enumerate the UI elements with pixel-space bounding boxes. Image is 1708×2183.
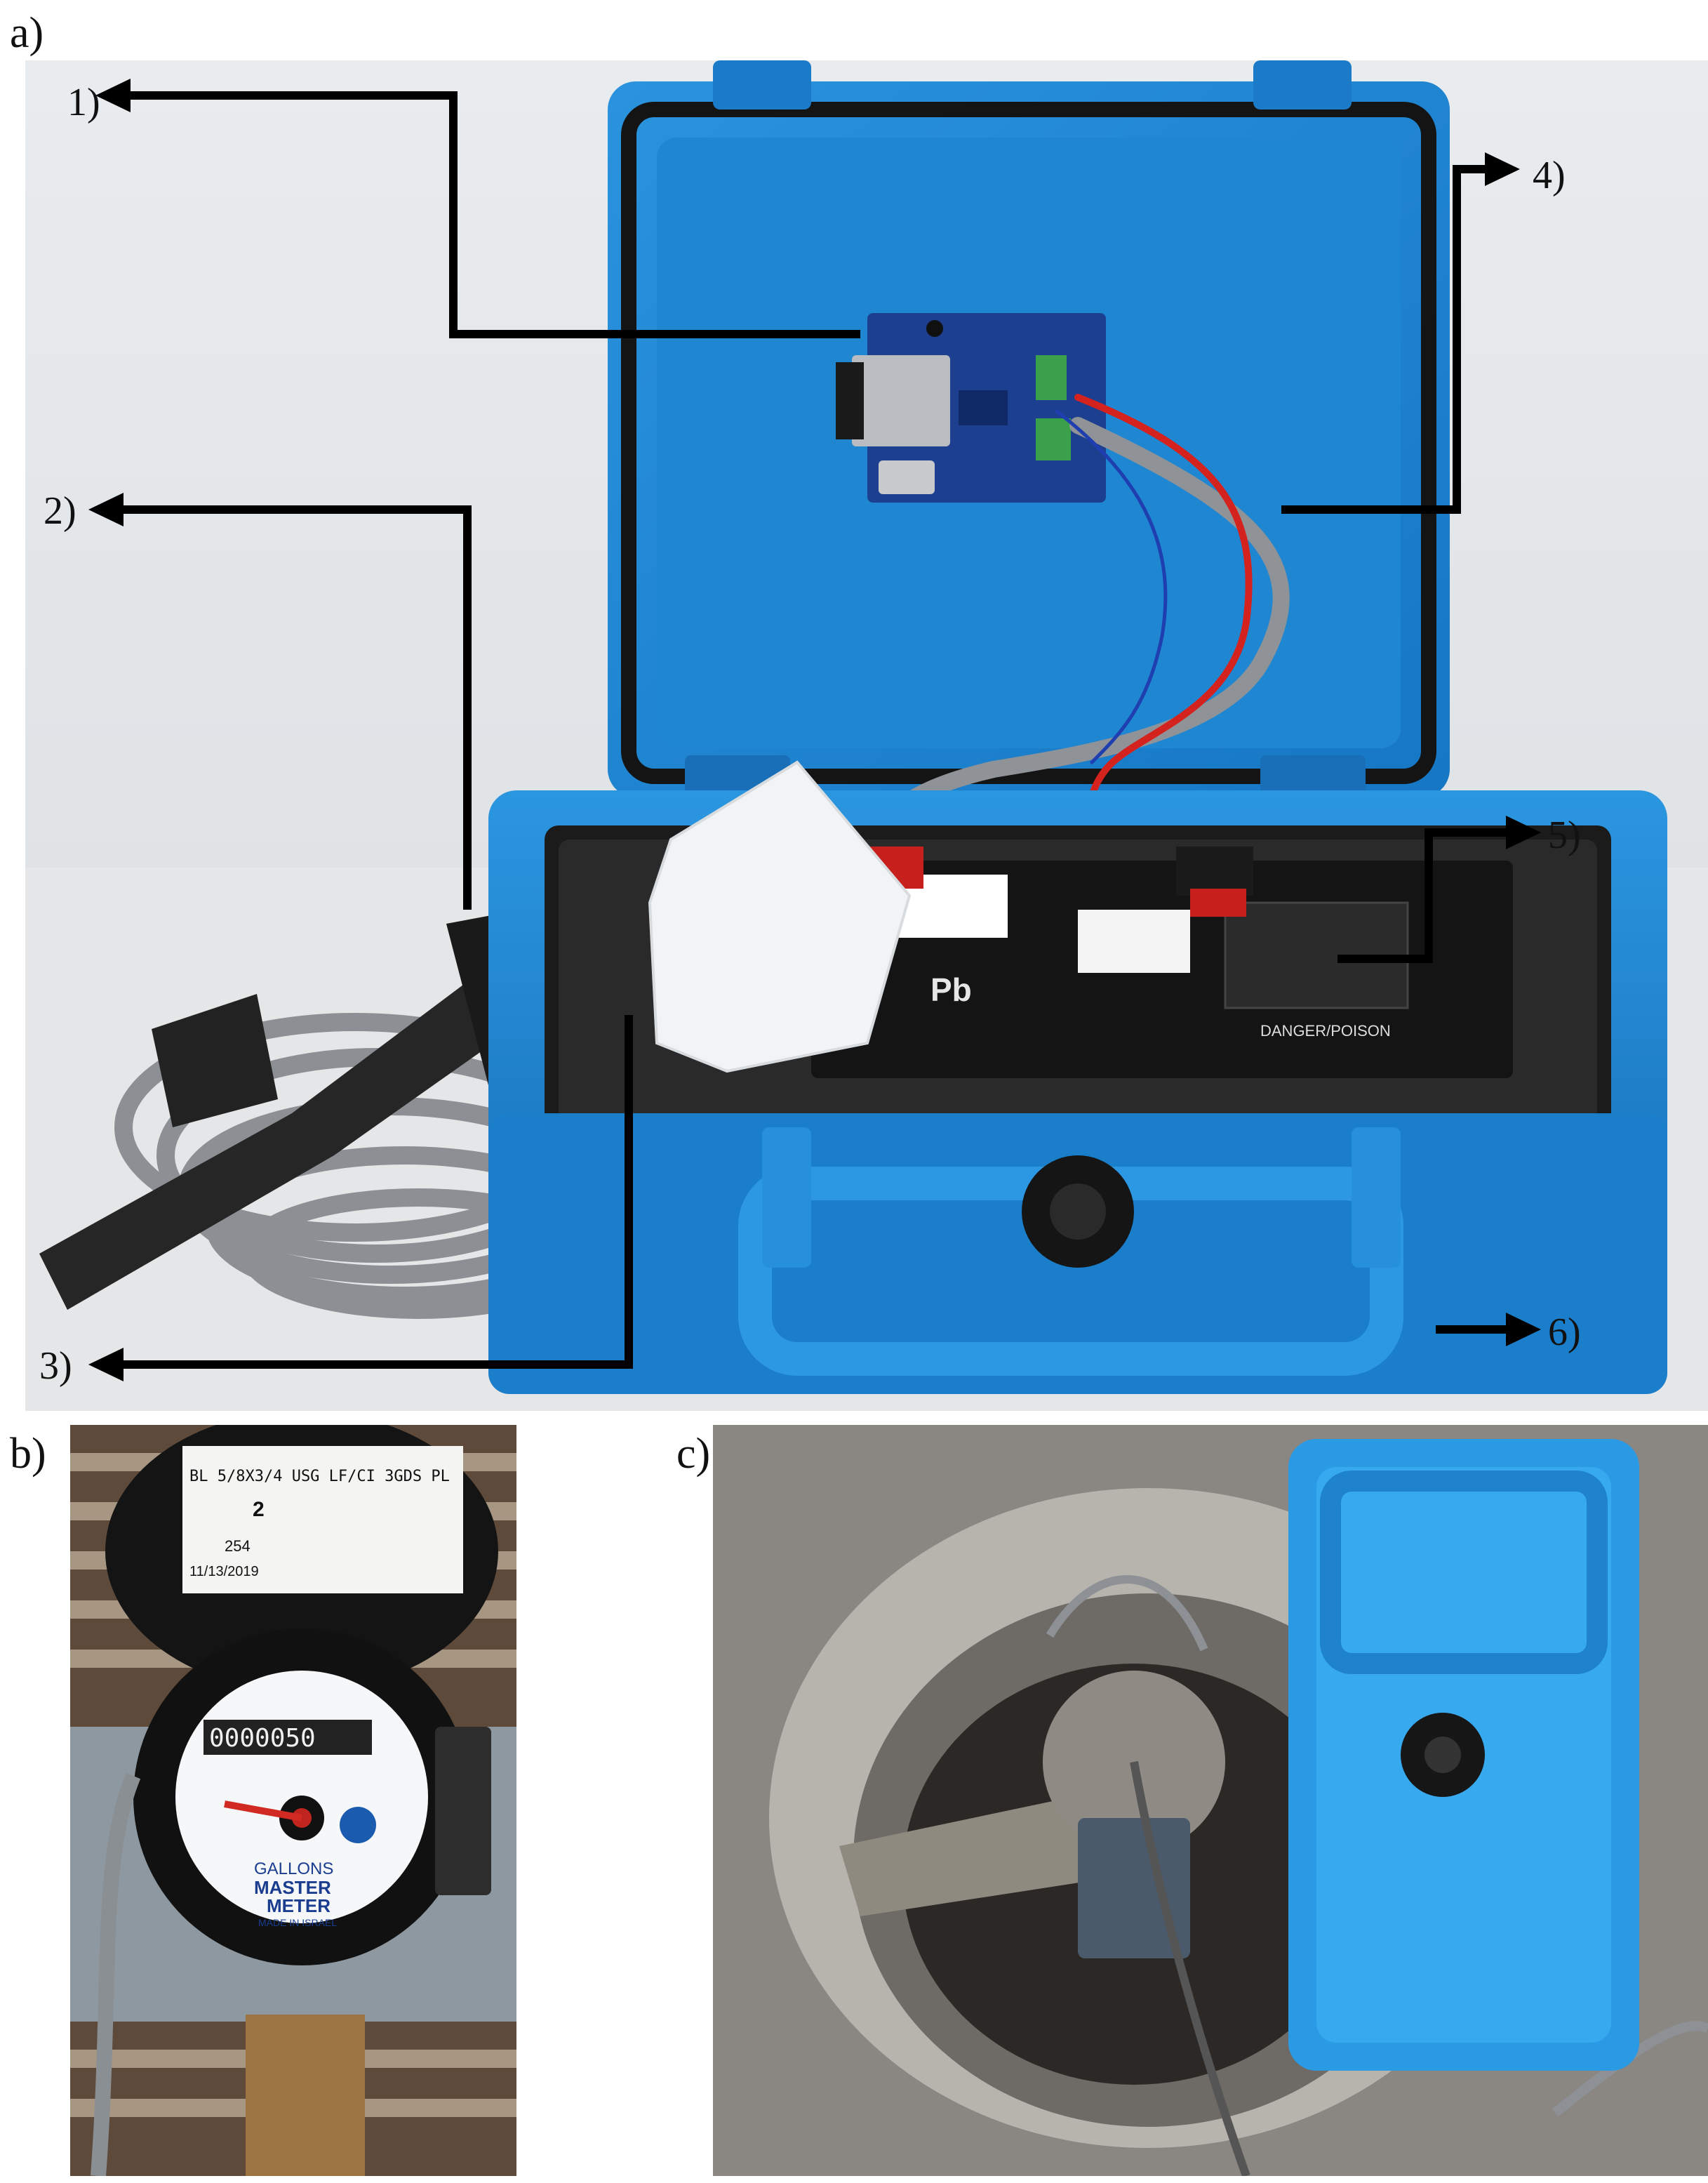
meter-brand-1: MASTER [254,1877,331,1898]
meter-unit: GALLONS [254,1859,333,1878]
desiccant-pack [648,760,912,1073]
installed-case [1288,1439,1639,2071]
datalogger-board [836,313,1106,503]
meter-needle [224,1800,302,1822]
case-photo-illustration: Pb DANGER/POISON [25,60,1708,1411]
battery-warning-label: DANGER/POISON [1260,1022,1391,1040]
battery: Pb DANGER/POISON [811,861,1513,1078]
panel-c-photo [713,1425,1708,2176]
callout-6: 6) [1548,1311,1581,1354]
panel-a-photo: Pb DANGER/POISON [25,60,1708,1411]
callout-1: 1) [67,81,100,124]
battery-chem-label: Pb [930,971,972,1008]
tag-date: 11/13/2019 [189,1564,259,1579]
register-window [204,1720,372,1755]
pipe [839,1790,1134,1916]
case-front [488,1113,1667,1394]
meter-logo-icon [340,1807,376,1843]
panel-b-photo: BL 5/8X3/4 USG LF/CI 3GDS PL 2 254 11/13… [70,1425,516,2176]
register-digits: 0000050 [209,1724,316,1753]
callout-arrows [109,91,1513,1369]
installed-cable [1130,1760,1250,2176]
callout-4: 4) [1533,154,1566,197]
panel-c-label: c) [676,1430,711,1478]
meter-brand-2: METER [267,1895,331,1916]
tag-model: BL 5/8X3/4 USG LF/CI 3GDS PL [189,1468,450,1485]
callout-3: 3) [39,1344,72,1388]
arrowheads [88,79,1541,1381]
meter-photo-illustration: BL 5/8X3/4 USG LF/CI 3GDS PL 2 254 11/13… [70,1425,516,2176]
installation-photo-illustration [713,1425,1708,2176]
brass-pipe [246,2015,365,2176]
tag-code: 254 [225,1537,251,1555]
pulse-sensor [435,1727,491,1895]
sensor-cable [91,1772,141,2176]
callout-2: 2) [44,489,76,533]
meter-tag [182,1446,463,1593]
panel-a-label: a) [10,9,44,57]
tag-number: 2 [253,1498,265,1521]
red-connector-right [1176,847,1253,896]
callout-5: 5) [1548,814,1581,857]
meter-origin: MADE IN ISRAEL [258,1917,337,1928]
panel-b-label: b) [10,1430,46,1478]
